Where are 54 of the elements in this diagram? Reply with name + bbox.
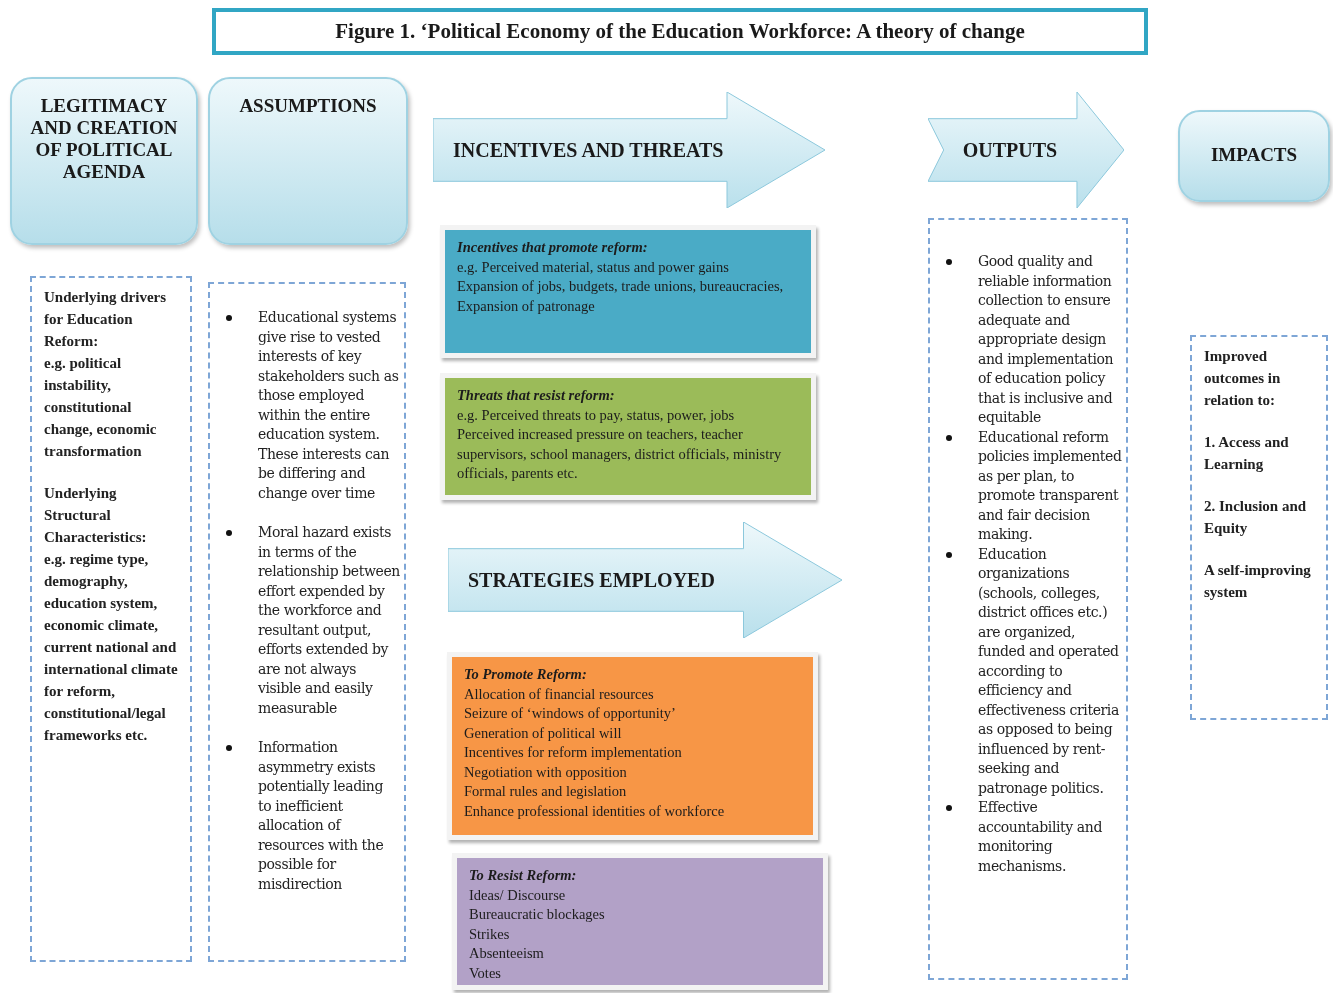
box-text: e.g. Perceived material, status and power gains [457,257,730,277]
panel-text: e.g. regime type, demography, education system, economic climate, current national and international climate for reform, constitutional/legal frameworks etc. [44,550,178,745]
dashed-text-panel [30,276,192,962]
colored-text-box [440,373,816,500]
bullet-text: Information asymmetry exists potentially leading to inefficient allocation of resources with the possible for misdirection [258,738,385,894]
dashed-text-panel [928,218,1128,980]
panel-text: A self-improving system [1204,561,1312,602]
box-text: Incentives for reform implementation [464,743,683,762]
header-label: OUTPUTS [962,138,1058,162]
box-text: Allocation of financial resources [464,684,655,704]
box-text: Expansion of patronage [457,296,596,316]
bullet-text: Good quality and reliable information collection to ensure adequate and appropriate design and implementation of education policy that is inclusive and equitable [978,252,1115,427]
box-text: Absenteeism [469,944,545,963]
bullet-text: Educational systems give rise to vested interests of key stakeholders such as those employed within the entire education system. These interests can be differing and change over time [258,308,400,503]
box-text: e.g. Perceived threats to pay, status, power, jobs [457,405,736,425]
header-label: ASSUMPTIONS [239,95,377,117]
bullet-text: Effective accountability and monitoring mechanisms. [978,798,1103,876]
box-text: Expansion of jobs, budgets, trade unions, bureaucracies, [457,277,785,296]
header-tab [10,77,198,245]
box-heading: To Resist Reform: [469,866,578,885]
box-text: Formal rules and legislation [464,782,628,801]
box-heading: Incentives that promote reform: [457,238,649,257]
box-text: Perceived increased pressure on teachers, teacher supervisors, school managers, district officials, ministry officials, parents etc. [457,425,783,483]
panel-text: Improved outcomes in relation to: [1204,347,1282,410]
panel-heading: Underlying drivers for Education Reform: [44,288,168,351]
panel-text: e.g. political instability, constitutional change, economic transformation [44,354,158,461]
box-text: Seizure of ‘windows of opportunity’ [464,704,677,723]
box-text: Negotiation with opposition [464,762,628,782]
dashed-text-panel [1190,335,1328,720]
dashed-text-panel [208,282,406,962]
panel-heading: Underlying Structural Characteristics: [44,484,148,547]
header-label: LEGITIMACY AND CREATION OF POLITICAL AGENDA [29,95,179,183]
box-text: Generation of political will [464,723,623,743]
box-text: Votes [469,963,502,983]
box-text: Strikes [469,924,511,944]
bullet-text: Moral hazard exists in terms of the relationship between effort expended by the workforce and resultant output, efforts extended by are not always visible and easily measurable [258,523,400,718]
header-label: IMPACTS [1210,144,1298,166]
header-tab [1178,110,1330,202]
box-heading: Threats that resist reform: [457,386,616,405]
box-heading: To Promote Reform: [464,665,588,684]
colored-text-box [447,652,818,840]
colored-text-box [440,225,816,358]
title: Figure 1. ‘Political Economy of the Education Workforce: A theory of change [335,17,1025,45]
box-text: Bureaucratic blockages [469,905,606,924]
bullet-text: Educational reform policies implemented as per plan, to promote transparent and fair decision making. [978,427,1122,544]
header-label: INCENTIVES AND THREATS [453,138,724,162]
box-text: Ideas/ Discourse [469,885,567,905]
bullet-text: Education organizations (schools, colleges, district offices etc.) are organized, funded and operated according to efficiency and effectiveness criteria as opposed to being influenced by rent-seeking and patronage politics. [978,544,1120,798]
header-label: STRATEGIES EMPLOYED [468,568,715,592]
box-text: Enhance professional identities of workforce [464,801,726,821]
panel-text: 2. Inclusion and Equity [1204,497,1308,538]
panel-text: 1. Access and Learning [1204,433,1290,474]
header-tab [208,77,408,245]
colored-text-box [452,853,828,990]
